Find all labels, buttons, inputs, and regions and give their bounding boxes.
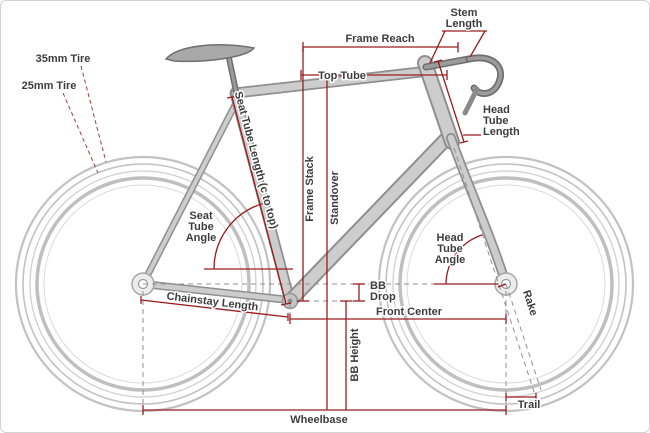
bb-drop-label-line1: BB [370,280,386,292]
seat-post [226,55,240,99]
front-center-dimension [289,314,507,324]
chain-stay-fill [140,281,292,303]
seat-tube-angle-dimension [204,202,293,270]
seat-post-fill [227,56,239,98]
bottom-bracket-axle [287,298,293,304]
chainstay-length-dimension [140,296,289,321]
rake-dimension [497,283,507,288]
trail-label: Trail [518,399,541,411]
dimension-line [140,299,289,318]
bb-height-dimension [340,300,352,410]
stem [422,55,473,71]
head-tube-angle-label-line2: Tube [437,243,462,255]
down-tube-fill [284,129,456,307]
stem-length-label-line2: Length [446,18,483,30]
handlebar [462,54,504,116]
seat-tube-angle-label-line2: Tube [188,221,213,233]
head-tube-angle-label-line1: Head [437,232,464,244]
tick [433,59,443,63]
bb-drop-dimension [353,283,365,302]
fork [446,133,511,289]
down-tube [282,127,458,309]
seat-tube-angle-label-line1: Seat [189,210,213,222]
angle-arc [213,202,266,270]
fork-fill [447,134,510,288]
head-tube-length-dimension [433,59,481,144]
stem-length-dimension [429,30,487,64]
bb-height-label: BB Height [349,328,361,382]
bike-frame [139,44,511,309]
stem-fill [424,57,471,69]
construction-lines [142,48,542,411]
frame-stack-dimension [297,47,309,302]
chain-stay [139,280,293,304]
seat-tube [229,87,296,307]
fork-offset-parallel [505,283,542,391]
head-tube [417,55,460,150]
handlebar-fill [467,56,503,96]
leader-line [429,30,446,64]
head-tube-length-label-line3: Length [483,126,520,138]
saddle [164,44,256,63]
dimension-line [437,60,465,143]
top-tube-dimension [300,70,448,80]
tick [280,302,292,306]
front-center-label: Front Center [376,306,443,318]
seat-stay-fill [141,99,239,286]
frame-stack-label: Frame Stack [304,155,316,221]
wheelbase-label: Wheelbase [290,414,347,426]
tire-leaders [62,65,107,174]
tire-35mm-label: 35mm Tire [36,53,91,65]
trail-dimension [505,393,537,401]
head-tube-fill [419,57,458,148]
wheelbase-dimension [142,405,507,415]
head-tube-length-label-line2: Tube [483,115,508,127]
tick [459,140,469,144]
head-tube-length-label-line1: Head [483,104,510,116]
seat-tube-fill [231,89,294,305]
labels: 35mm Tire 25mm Tire Stem Length Frame Re… [20,6,542,428]
bb-drop-label-line2: Drop [370,291,396,303]
rake-label: Rake [520,289,540,318]
frame-reach-label: Frame Reach [345,33,414,45]
brake-lever [462,86,480,116]
dimension-line [497,283,507,288]
head-tube-angle-label-line3: Angle [435,254,466,266]
top-tube-label: Top Tube [318,70,366,82]
tick [226,95,238,99]
angle-arc [445,234,483,285]
seat-stay [139,97,241,288]
standover-label: Standover [329,170,341,225]
tire-35mm-leader [80,65,107,163]
stem-length-label-line1: Stem [451,7,478,19]
standover-dimension [322,77,332,410]
head-tube-angle-dimension [434,234,498,285]
seat-tube-angle-label-line3: Angle [186,232,217,244]
steering-axis [453,147,541,411]
tire-25mm-label: 25mm Tire [22,80,77,92]
seat-tube-length-label: Seat Tube Length (c to top) [232,90,280,230]
leader-line [469,30,486,58]
dimensions [62,30,537,415]
tire-25mm-leader [62,92,99,174]
